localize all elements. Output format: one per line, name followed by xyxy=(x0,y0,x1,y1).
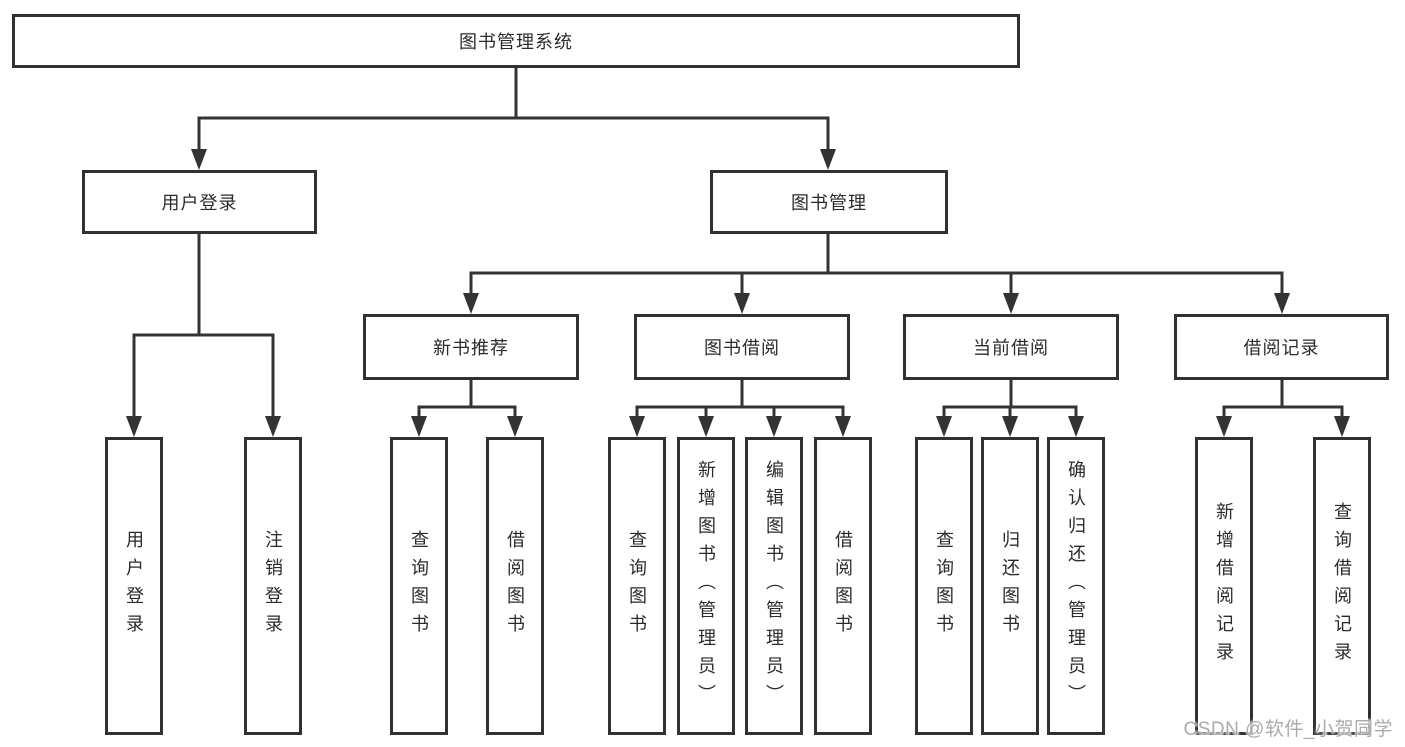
leaf-query-borrow-record: 查询借阅记录 xyxy=(1313,437,1371,735)
leaf-user-login-label: 用户登录 xyxy=(124,530,144,642)
node-borrowing-records-label: 借阅记录 xyxy=(1243,338,1320,358)
leaf-query-books-current-label: 查询图书 xyxy=(934,530,954,642)
leaf-logout-label: 注销登录 xyxy=(263,530,283,642)
leaf-borrow-books-recommend: 借阅图书 xyxy=(486,437,544,735)
leaf-confirm-return-admin: 确认归还（管理员） xyxy=(1047,437,1105,735)
leaf-add-books-admin-label: 新增图书（管理员） xyxy=(696,460,716,712)
leaf-borrow-books: 借阅图书 xyxy=(814,437,872,735)
node-book-management: 图书管理 xyxy=(710,170,948,234)
node-user-login-label: 用户登录 xyxy=(161,193,238,213)
node-new-book-recommend: 新书推荐 xyxy=(363,314,579,380)
node-root-system: 图书管理系统 xyxy=(12,14,1020,68)
leaf-query-books-borrowing-label: 查询图书 xyxy=(627,530,647,642)
node-current-borrowing-label: 当前借阅 xyxy=(973,338,1049,358)
leaf-edit-books-admin-label: 编辑图书（管理员） xyxy=(764,460,784,712)
leaf-query-books-current: 查询图书 xyxy=(915,437,973,735)
leaf-query-books-recommend: 查询图书 xyxy=(390,437,448,735)
leaf-edit-books-admin: 编辑图书（管理员） xyxy=(745,437,803,735)
node-current-borrowing: 当前借阅 xyxy=(903,314,1119,380)
leaf-borrow-books-recommend-label: 借阅图书 xyxy=(505,530,525,642)
leaf-query-books-recommend-label: 查询图书 xyxy=(409,530,429,642)
leaf-query-borrow-record-label: 查询借阅记录 xyxy=(1332,502,1352,670)
node-new-book-recommend-label: 新书推荐 xyxy=(433,338,509,358)
leaf-return-books: 归还图书 xyxy=(981,437,1039,735)
node-book-borrowing: 图书借阅 xyxy=(634,314,850,380)
leaf-query-books-borrowing: 查询图书 xyxy=(608,437,666,735)
node-user-login: 用户登录 xyxy=(82,170,317,234)
node-book-borrowing-label: 图书借阅 xyxy=(704,338,780,358)
leaf-return-books-label: 归还图书 xyxy=(1000,530,1020,642)
leaf-confirm-return-admin-label: 确认归还（管理员） xyxy=(1066,460,1086,712)
leaf-logout: 注销登录 xyxy=(244,437,302,735)
node-book-management-label: 图书管理 xyxy=(791,193,867,213)
leaf-borrow-books-label: 借阅图书 xyxy=(833,530,853,642)
csdn-watermark: CSDN @软件_小贺同学 xyxy=(1183,719,1393,740)
node-borrowing-records: 借阅记录 xyxy=(1174,314,1389,380)
leaf-add-borrow-record-label: 新增借阅记录 xyxy=(1214,502,1234,670)
leaf-add-borrow-record: 新增借阅记录 xyxy=(1195,437,1253,735)
leaf-add-books-admin: 新增图书（管理员） xyxy=(677,437,735,735)
node-root-label: 图书管理系统 xyxy=(459,32,573,52)
leaf-user-login: 用户登录 xyxy=(105,437,163,735)
